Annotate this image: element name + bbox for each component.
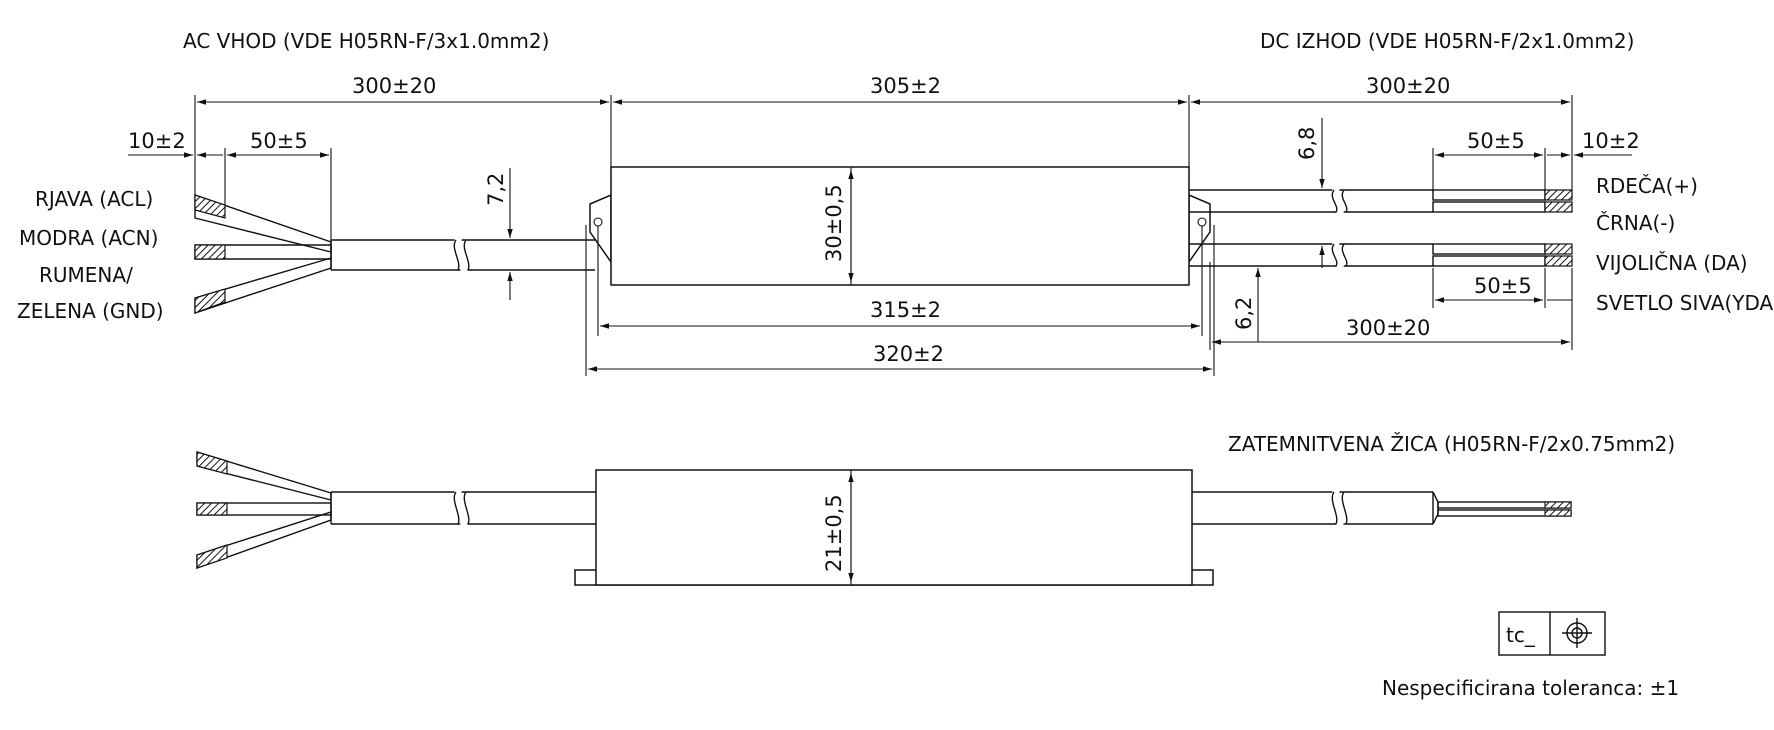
mounting-holes-label: 315±2: [870, 298, 941, 322]
wire-label-yellow-green-1: RUMENA/: [39, 263, 133, 287]
body-length-label: 305±2: [870, 74, 941, 98]
dc-strip-label: 10±2: [1582, 129, 1640, 153]
wire-label-brown: RJAVA (ACL): [35, 187, 153, 211]
side-view: [196, 451, 1572, 586]
dim-cable-strip-label: 50±5: [1474, 274, 1532, 298]
wire-label-violet: VIJOLIČNA (DA): [1596, 251, 1748, 275]
tolerance-note: Nespecificirana toleranca: ±1: [1382, 676, 1679, 700]
dc-cables: [1189, 182, 1573, 274]
body-height-label: 30±0,5: [822, 184, 846, 262]
wire-label-red: RDEČA(+): [1596, 174, 1698, 198]
ac-cable: [330, 232, 595, 278]
dc-outer-strip-top-label: 50±5: [1467, 129, 1525, 153]
ac-cable-length-label: 300±20: [352, 74, 436, 98]
dimming-wire-header: ZATEMNITVENA ŽICA (H05RN-F/2x0.75mm2): [1228, 432, 1675, 456]
top-dimension-lines: [194, 95, 1573, 198]
ac-input-header: AC VHOD (VDE H05RN-F/3x1.0mm2): [183, 29, 549, 53]
body-depth-label: 21±0,5: [822, 494, 846, 572]
dc-strip-dimensions: [1432, 148, 1632, 192]
dim-cable-length-label: 300±20: [1346, 316, 1430, 340]
ac-strip-label: 10±2: [128, 129, 186, 153]
dc-cable-length-top-label: 300±20: [1366, 74, 1450, 98]
wire-label-light-grey: SVETLO SIVA(YDA): [1596, 291, 1774, 315]
ac-strip-dimensions: [128, 148, 332, 240]
dc-bottom-offset-dimension: [1210, 265, 1261, 342]
dim-cable-dimensions: [1209, 262, 1573, 350]
ac-cable-diameter-label: 7,2: [484, 173, 508, 206]
wire-label-black: ČRNA(-): [1596, 211, 1675, 235]
top-view: 300±20 305±2 300±20 10±2 50±5: [128, 74, 1640, 376]
dc-top-offset-label: 6,8: [1295, 127, 1319, 160]
ac-wires: [194, 194, 332, 314]
wire-label-blue: MODRA (ACN): [19, 226, 158, 250]
dc-output-header: DC IZHOD (VDE H05RN-F/2x1.0mm2): [1260, 29, 1634, 53]
driver-body-top: [589, 166, 1211, 286]
ac-outer-strip-label: 50±5: [250, 129, 308, 153]
bottom-dimension-lines: [585, 225, 1215, 376]
dc-bottom-offset-label: 6,2: [1232, 297, 1256, 330]
tc-point-symbol: [1498, 611, 1606, 656]
overall-length-label: 320±2: [873, 342, 944, 366]
wire-label-yellow-green-2: ZELENA (GND): [17, 299, 164, 323]
tc-label: tc_: [1506, 623, 1536, 647]
